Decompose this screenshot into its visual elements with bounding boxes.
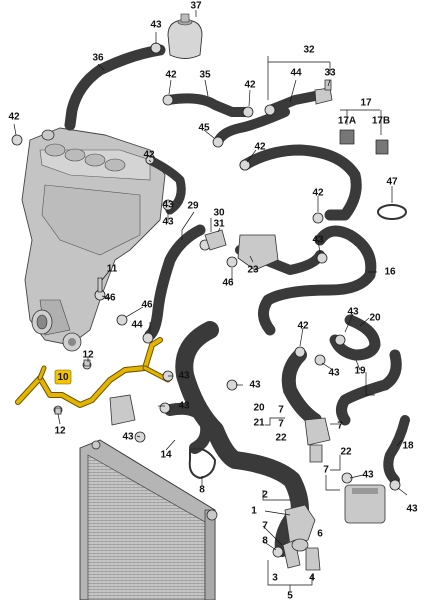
callout-31: 31 xyxy=(213,219,225,230)
callout-labels: 37 43 36 32 42 35 44 33 42 17 42 17A 17B… xyxy=(8,1,418,600)
expansion-tank xyxy=(167,13,203,59)
callout-43: 43 xyxy=(150,20,162,31)
callout-20: 20 xyxy=(253,403,265,414)
callout-6: 6 xyxy=(317,529,323,540)
callout-43: 43 xyxy=(162,200,174,211)
callout-43: 43 xyxy=(122,432,134,443)
hoses xyxy=(64,44,410,557)
callout-42: 42 xyxy=(244,80,256,91)
callout-44: 44 xyxy=(131,320,143,331)
callout-2: 2 xyxy=(262,490,268,501)
callout-36: 36 xyxy=(92,53,104,64)
callout-43: 43 xyxy=(312,235,324,246)
callout-45: 45 xyxy=(198,123,210,134)
callout-21: 21 xyxy=(253,418,265,429)
callout-43: 43 xyxy=(406,504,418,515)
callout-23: 23 xyxy=(247,265,259,276)
callout-43: 43 xyxy=(178,401,190,412)
engine-intake-manifold xyxy=(21,127,166,352)
callout-10-box xyxy=(54,369,72,385)
callout-5: 5 xyxy=(287,591,293,600)
callout-32: 32 xyxy=(303,45,315,56)
callout-42: 42 xyxy=(143,150,155,161)
callout-11: 11 xyxy=(107,264,118,275)
callout-17: 17 xyxy=(360,98,372,109)
callout-42: 42 xyxy=(165,70,177,81)
callout-30: 30 xyxy=(213,208,225,219)
callout-12: 12 xyxy=(82,350,94,361)
callout-42: 42 xyxy=(312,188,324,199)
callout-7: 7 xyxy=(262,521,268,532)
callout-22: 22 xyxy=(340,447,352,458)
callout-20: 20 xyxy=(369,313,381,324)
callout-47: 47 xyxy=(386,177,398,188)
callout-43: 43 xyxy=(328,368,340,379)
callout-4: 4 xyxy=(309,573,315,584)
callout-42: 42 xyxy=(297,321,309,332)
callout-7: 7 xyxy=(278,405,284,416)
callout-3: 3 xyxy=(272,573,278,584)
callout-43: 43 xyxy=(249,380,261,391)
callout-43: 43 xyxy=(362,470,374,481)
radiator xyxy=(79,439,218,600)
callout-46: 46 xyxy=(222,278,234,289)
callout-7: 7 xyxy=(337,421,343,432)
callout-42: 42 xyxy=(254,142,266,153)
callout-8: 8 xyxy=(262,536,268,547)
callout-46: 46 xyxy=(141,300,153,311)
callout-18: 18 xyxy=(402,441,414,452)
leader-lines xyxy=(13,10,408,592)
callout-17A: 17A xyxy=(338,116,356,127)
callout-44: 44 xyxy=(290,68,302,79)
callout-29: 29 xyxy=(187,201,199,212)
callout-22: 22 xyxy=(275,433,287,444)
callout-12: 12 xyxy=(54,426,66,437)
callout-19: 19 xyxy=(354,366,366,377)
callout-16: 16 xyxy=(384,267,396,278)
callout-43: 43 xyxy=(178,371,190,382)
callout-1: 1 xyxy=(251,506,257,517)
callout-14: 14 xyxy=(160,450,172,461)
callout-10: 10 xyxy=(57,372,69,383)
callout-7: 7 xyxy=(278,419,284,430)
callout-33: 33 xyxy=(324,68,336,79)
callout-35: 35 xyxy=(199,70,211,81)
callout-17B: 17B xyxy=(372,116,390,127)
callout-42: 42 xyxy=(8,112,20,123)
callout-43: 43 xyxy=(347,307,359,318)
callout-8: 8 xyxy=(199,485,205,496)
callout-46: 46 xyxy=(104,293,116,304)
callout-7: 7 xyxy=(323,465,329,476)
callout-43: 43 xyxy=(162,217,174,228)
callout-37: 37 xyxy=(190,1,202,12)
